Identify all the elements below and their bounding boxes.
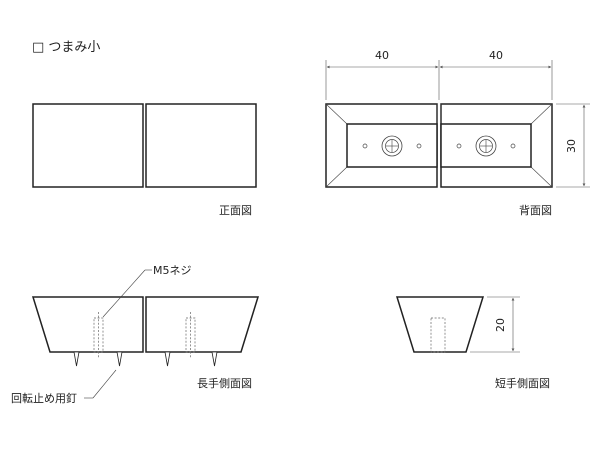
back-view-right-pin-hole-2 xyxy=(510,143,516,149)
front-view-right-panel xyxy=(145,103,257,188)
short-side-caption: 短手側面図 xyxy=(495,376,550,390)
front-view-left-panel xyxy=(32,103,144,188)
back-view-left-pin-hole-2 xyxy=(416,143,422,149)
back-view-right-pin-hole-1 xyxy=(456,143,462,149)
back-view-caption: 背面図 xyxy=(519,203,552,217)
back-view-width-left: 40 xyxy=(375,49,389,62)
back-view: 40 40 30 背面図 xyxy=(325,49,590,217)
nail-4 xyxy=(211,351,218,367)
drawing-title: □ つまみ小 xyxy=(32,40,100,55)
short-side-screw-hidden xyxy=(430,317,446,353)
long-side-view: M5ネジ 回転止め用釘 長手側面図 xyxy=(11,264,260,405)
short-side-height-value: 20 xyxy=(494,318,507,332)
front-view-caption: 正面図 xyxy=(219,204,252,217)
back-view-left-pin-hole-1 xyxy=(362,143,368,149)
long-side-caption: 長手側面図 xyxy=(197,376,252,390)
back-view-width-dimensions: 40 40 xyxy=(325,49,553,100)
back-view-width-right: 40 xyxy=(489,49,503,62)
front-view: 正面図 xyxy=(32,103,257,217)
short-side-block xyxy=(395,296,485,353)
nail-1 xyxy=(73,351,80,367)
screw-leader-line xyxy=(102,269,146,318)
nail-2 xyxy=(116,351,123,367)
back-view-height-value: 30 xyxy=(565,139,578,153)
back-view-left-screw xyxy=(381,135,403,157)
screw-callout-label: M5ネジ xyxy=(153,264,192,277)
nail-callout-label: 回転止め用釘 xyxy=(11,391,77,405)
back-view-right-plate xyxy=(440,123,532,168)
nail-3 xyxy=(164,351,171,367)
long-side-left-block xyxy=(31,296,144,353)
long-side-right-block xyxy=(145,296,260,353)
short-side-view: 20 短手側面図 xyxy=(395,296,550,390)
back-view-height-dimension: 30 xyxy=(556,103,590,188)
back-view-right-screw xyxy=(475,135,497,157)
short-side-height-dimension: 20 xyxy=(470,296,520,353)
